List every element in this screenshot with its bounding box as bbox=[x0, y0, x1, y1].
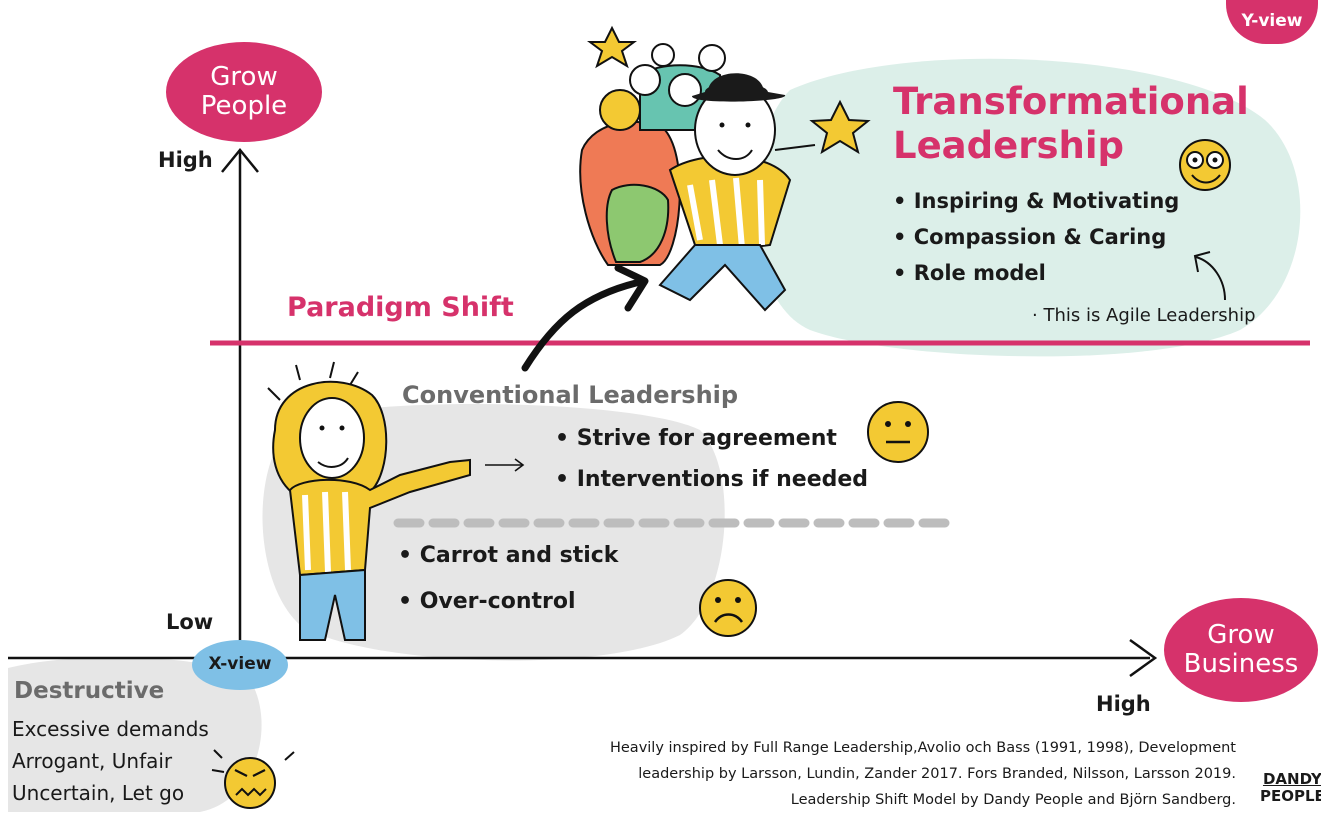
logo-line1: DANDY bbox=[1262, 770, 1321, 788]
credits-text: Heavily inspired by Full Range Leadershi… bbox=[610, 735, 1236, 813]
transformational-title: Transformational Leadership bbox=[893, 80, 1249, 168]
conventional-item: • Interventions if needed bbox=[555, 467, 869, 492]
credits-line: Heavily inspired by Full Range Leadershi… bbox=[609, 740, 1236, 756]
transformational-item: • Role model bbox=[893, 261, 1046, 285]
destructive-item: Excessive demands bbox=[12, 717, 209, 741]
conventional-item: • Carrot and stick bbox=[398, 543, 619, 568]
x-view-badge: X-view bbox=[192, 640, 288, 690]
x-axis-arrowhead bbox=[1129, 638, 1158, 678]
x-axis-high-label: High bbox=[1096, 692, 1151, 716]
crowd-illustration bbox=[579, 25, 727, 266]
conventional-item: • Over-control bbox=[398, 589, 576, 614]
grow-business-oval: Grow Business bbox=[1164, 598, 1318, 702]
transformational-title-line2: Leadership bbox=[893, 124, 1124, 167]
grow-business-line2: Business bbox=[1183, 649, 1299, 679]
conventional-item: • Strive for agreement bbox=[555, 426, 837, 451]
conventional-lower-list: • Carrot and stick • Over-control bbox=[398, 543, 618, 635]
paradigm-shift-label: Paradigm Shift bbox=[287, 292, 514, 323]
transformational-leader-illustration bbox=[658, 73, 871, 312]
transformational-blob bbox=[754, 58, 1301, 357]
agile-arrow bbox=[1195, 256, 1226, 301]
transformational-list: • Inspiring & Motivating • Compassion & … bbox=[893, 189, 1179, 297]
transformational-title-line1: Transformational bbox=[893, 80, 1249, 123]
logo-line2: PEOPLE bbox=[1260, 787, 1321, 805]
neutral-face-icon bbox=[867, 401, 929, 463]
conventional-leader-illustration bbox=[267, 361, 471, 641]
destructive-blob bbox=[8, 657, 262, 812]
destructive-item: Uncertain, Let go bbox=[12, 781, 185, 805]
destructive-list: Excessive demands Arrogant, Unfair Uncer… bbox=[12, 713, 209, 809]
grow-people-line2: People bbox=[200, 91, 288, 121]
y-axis-low-label: Low bbox=[166, 610, 214, 634]
conventional-upper-list: • Strive for agreement • Interventions i… bbox=[555, 426, 868, 508]
angry-face-icon bbox=[211, 749, 295, 809]
credits-line: leadership by Larsson, Lundin, Zander 20… bbox=[638, 766, 1236, 782]
destructive-item: Arrogant, Unfair bbox=[12, 749, 173, 773]
sad-face-icon bbox=[699, 579, 757, 637]
y-view-badge-label: Y-view bbox=[1241, 11, 1303, 32]
credits-line: Leadership Shift Model by Dandy People a… bbox=[790, 792, 1236, 808]
shift-arrow bbox=[521, 278, 644, 372]
agile-leadership-note: · This is Agile Leadership bbox=[1032, 305, 1256, 326]
grow-people-line1: Grow bbox=[210, 61, 278, 92]
y-axis-high-label: High bbox=[158, 148, 213, 172]
shift-arrow-head bbox=[614, 264, 649, 312]
dandy-people-logo: DANDY PEOPLE bbox=[1260, 771, 1321, 805]
transformational-item: • Inspiring & Motivating bbox=[893, 189, 1180, 213]
x-view-badge-label: X-view bbox=[208, 654, 272, 675]
destructive-title: Destructive bbox=[14, 678, 165, 704]
grow-business-line1: Grow bbox=[1207, 619, 1275, 650]
y-axis-arrowhead bbox=[221, 148, 259, 173]
happy-glasses-face-icon bbox=[1179, 139, 1231, 191]
conventional-title: Conventional Leadership bbox=[402, 381, 739, 409]
transformational-item: • Compassion & Caring bbox=[893, 225, 1167, 249]
grow-people-oval: Grow People bbox=[166, 42, 322, 142]
